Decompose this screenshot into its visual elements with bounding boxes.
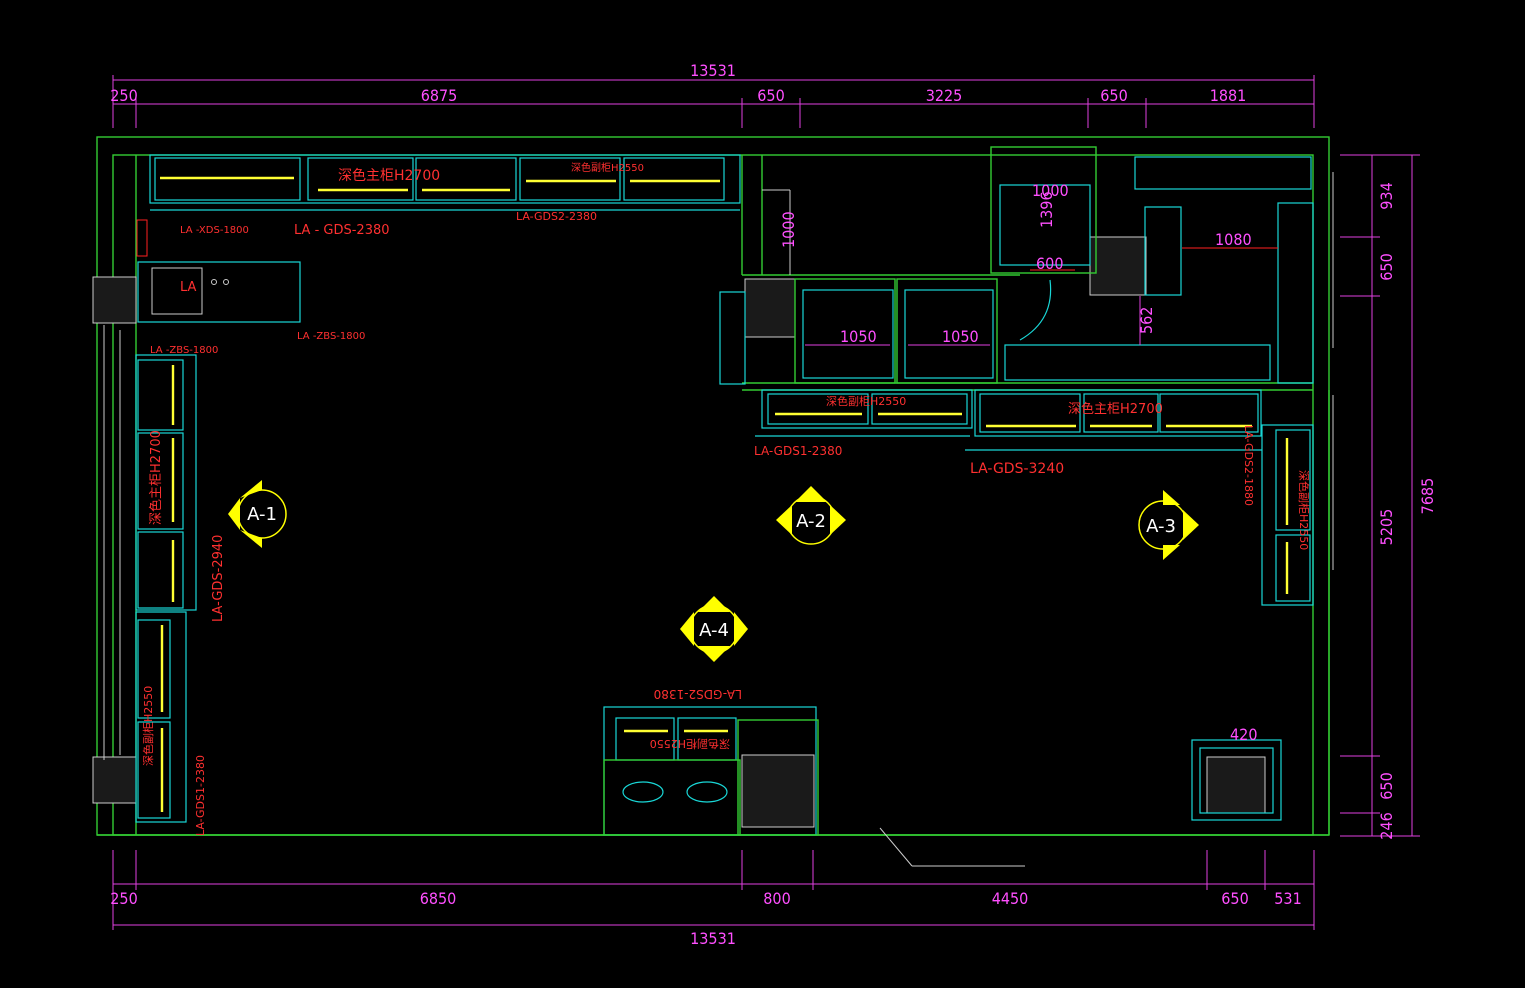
middle-main-cabinet-label: 深色主柜H2700 [1068,401,1163,417]
label-la-zbs-b: LA -ZBS-1800 [150,345,218,356]
elevation-marker-a2 [776,486,846,545]
left-main-cabinet-label: 深色主柜H2700 [148,430,164,525]
label-la-gds2-2380-top: LA-GDS2-2380 [516,210,597,223]
top-sub-cabinet-label: 深色副柜H2550 [571,161,644,174]
bottom-dim-5: 650 [1221,889,1248,908]
dim-1050-b: 1050 [942,327,979,346]
right-dim-1: 934 [1377,182,1396,209]
label-la-xds: LA -XDS-1800 [180,225,249,236]
middle-cabinet-run [755,389,1262,451]
bottom-dim-3: 800 [763,889,790,908]
bottom-total-dim: 13531 [690,929,736,948]
marker-a4-label: A-4 [699,620,729,641]
top-cabinet-run [149,154,741,211]
dim-420: 420 [1230,725,1257,744]
label-la: LA [180,280,197,295]
bottom-dimension-lines [112,850,1315,930]
top-main-cabinet-label: 深色主柜H2700 [338,167,440,184]
left-cabinet-run [103,325,197,823]
right-dim-4: 650 [1377,772,1396,799]
marker-a1-label: A-1 [247,504,277,525]
label-la-gds-2940: LA-GDS-2940 [211,535,226,622]
right-dim-5: 246 [1377,812,1396,839]
structural-columns [92,236,1266,828]
elevation-marker-a4 [680,596,748,662]
dim-1000-a: 1000 [779,211,798,248]
left-sub-cabinet-label: 深色副柜H2550 [141,686,155,766]
top-dim-5: 650 [1100,86,1127,105]
marker-a2-label: A-2 [796,511,826,532]
bottom-dim-2: 6850 [420,889,457,908]
bottom-dim-1: 250 [110,889,137,908]
top-dim-3: 650 [757,86,784,105]
bottom-sub-cabinet-label: 深色副柜H2550 [650,737,730,751]
dim-1050-a: 1050 [840,327,877,346]
dim-1080: 1080 [1215,230,1252,249]
top-total-dim: 13531 [690,61,736,80]
top-dimension-lines [112,75,1315,128]
dim-1396: 1396 [1037,191,1056,228]
right-cabinet-run [1261,172,1334,606]
cashier-counter [136,219,301,323]
dim-1000-b: 1000 [1032,181,1069,200]
elevation-marker-a3 [1138,490,1199,560]
label-la-gds2-1380: LA-GDS2-1380 [654,687,742,701]
top-dim-6: 1881 [1210,86,1247,105]
top-dim-1: 250 [110,86,137,105]
dim-600: 600 [1036,254,1063,273]
bottom-display-cabinet [603,706,819,836]
middle-sub-cabinet-label: 深色副柜H2550 [826,394,906,408]
elevation-marker-a1 [228,480,287,548]
top-dim-2: 6875 [421,86,458,105]
dim-562: 562 [1137,307,1156,334]
label-la-gds1-2380-mid: LA-GDS1-2380 [754,444,842,458]
right-dimension-lines [1340,154,1420,837]
right-total-dim: 7685 [1418,478,1437,515]
top-dim-4: 3225 [926,86,963,105]
right-dim-2: 650 [1377,253,1396,280]
bottom-dim-4: 4450 [992,889,1029,908]
label-la-zbs-a: LA -ZBS-1800 [297,331,365,342]
right-dim-3: 5205 [1377,509,1396,546]
marker-a3-label: A-3 [1146,516,1176,537]
label-la-gds-2380-top: LA - GDS-2380 [294,223,390,238]
storage-rooms [719,146,1314,385]
label-la-gds-3240: LA-GDS-3240 [970,461,1064,477]
label-la-gds2-1880: LA-GDS2-1880 [1242,425,1255,506]
bottom-dim-6: 531 [1274,889,1301,908]
label-la-gds1-2380-left: LA-GDS1-2380 [194,755,207,836]
right-sub-cabinet-label: 深色副柜H2550 [1297,470,1311,550]
leader-line [879,827,913,867]
corner-display-stand [1191,739,1282,821]
